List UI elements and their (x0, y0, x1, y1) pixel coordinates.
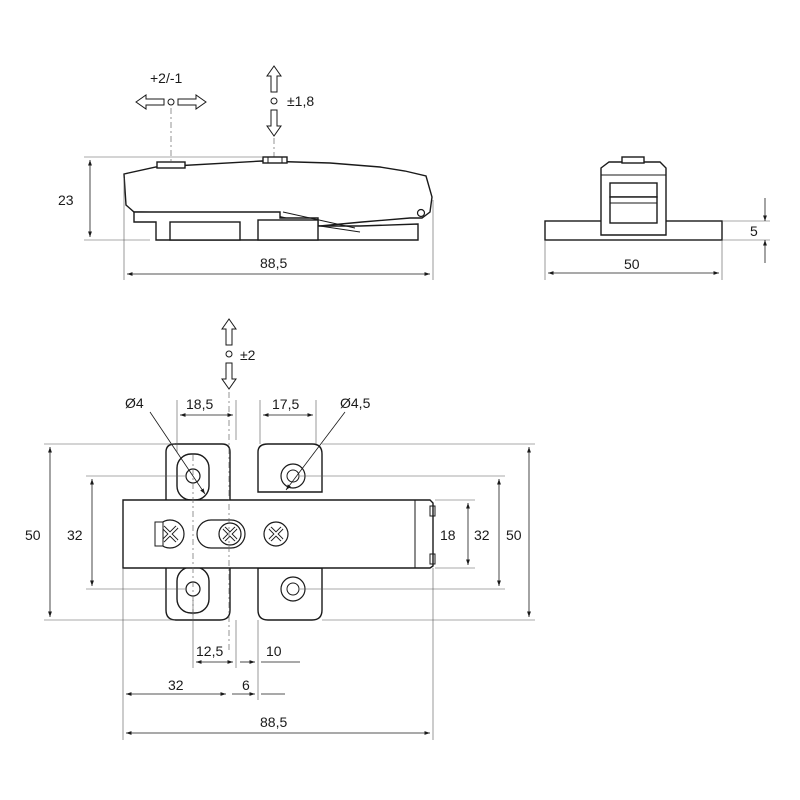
screw-right-icon (263, 521, 289, 547)
dim-overall-length-label: 88,5 (260, 714, 287, 730)
plate-block-1 (169, 221, 241, 241)
pivot-pin (416, 208, 426, 218)
dim-thickness-label: 5 (750, 223, 758, 239)
plate-block-2 (257, 219, 319, 241)
front-arm-lower (609, 196, 658, 224)
front-cap (621, 156, 645, 164)
adjust-vertical-arrows (266, 65, 282, 137)
dim-offset-left-label: 18,5 (186, 396, 213, 412)
dim-overall-height-right-label: 50 (506, 527, 522, 543)
leader-hole-right (285, 411, 346, 491)
dim-hole-spacing-right-label: 32 (474, 527, 490, 543)
dim-overall-height-left-label: 50 (25, 527, 41, 543)
arm-cap-screw (262, 156, 288, 164)
dim-width-label: 50 (624, 256, 640, 272)
adjust-horizontal-arrows (135, 94, 207, 110)
top-view: ±2 (25, 318, 535, 740)
adjust-depth-arrows (221, 318, 237, 390)
front-arm-slot (609, 182, 658, 198)
adjust-depth-label: ±2 (240, 347, 256, 363)
dim-hole-right-label: Ø4,5 (340, 395, 371, 411)
dim-length-label: 88,5 (260, 255, 287, 271)
screw-left-icon (154, 519, 185, 549)
arm-cap-left (156, 161, 186, 169)
dim-offset-right-label: 17,5 (272, 396, 299, 412)
right-upper-hole (286, 469, 300, 483)
dim-base-offset-label: 32 (168, 677, 184, 693)
adjust-horizontal-label: +2/-1 (150, 70, 183, 86)
dim-height-label: 23 (58, 192, 74, 208)
dim-body-height-label: 18 (440, 527, 456, 543)
dim-hole-left-label: Ø4 (125, 395, 144, 411)
front-view: 5 50 (544, 156, 770, 280)
dim-plate-offset-label: 10 (266, 643, 282, 659)
screw-slot-icon (196, 519, 246, 549)
right-lower-hole (286, 582, 300, 596)
dim-gap-label: 6 (242, 677, 250, 693)
leader-hole-left (149, 411, 206, 495)
adjust-vertical-label: ±1,8 (287, 93, 314, 109)
dim-hole-spacing-left-label: 32 (67, 527, 83, 543)
side-view: +2/-1 ±1,8 23 88,5 (58, 65, 434, 280)
dim-slot-offset-label: 12,5 (196, 643, 223, 659)
